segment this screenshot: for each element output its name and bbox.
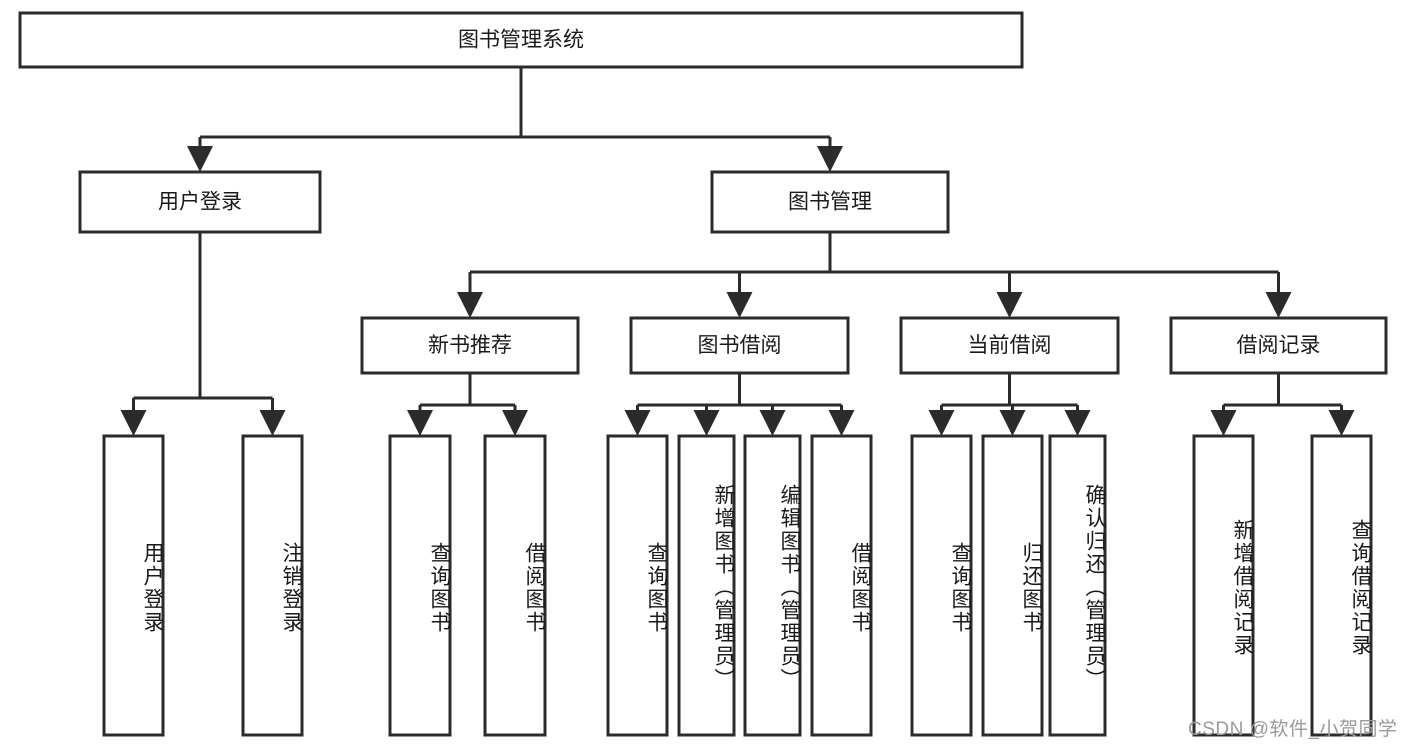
arrow-head-icon-leaf-borrow-book-2 [828, 410, 855, 436]
arrow-head-icon-leaf-confirm-return [1064, 410, 1091, 436]
node-box-book-manage[interactable] [710, 170, 950, 234]
node-box-book-borrow[interactable] [629, 316, 850, 375]
node-box-leaf-query-book-2[interactable] [606, 434, 669, 737]
arrow-head-icon-leaf-query-book-2 [624, 410, 651, 436]
node-label-book-manage: 图书管理 [788, 191, 872, 214]
node-new-book-recommend[interactable]: 新书推荐 [360, 316, 580, 375]
arrow-head-icon-leaf-edit-book [759, 410, 786, 436]
arrow-head-icon-leaf-user-logout [259, 410, 286, 436]
node-box-leaf-return-book[interactable] [981, 434, 1044, 737]
node-box-leaf-user-login[interactable] [102, 434, 165, 737]
node-leaf-edit-book[interactable] [743, 434, 802, 737]
node-book-manage[interactable]: 图书管理 [710, 170, 950, 234]
node-leaf-borrow-book-2[interactable] [810, 434, 873, 737]
arrow-head-icon-leaf-add-record [1210, 410, 1237, 436]
node-leaf-add-record[interactable] [1192, 434, 1255, 737]
node-user-login[interactable]: 用户登录 [78, 170, 322, 234]
node-leaf-user-logout[interactable] [241, 434, 304, 737]
arrow-head-icon-leaf-borrow-book-1 [502, 410, 528, 436]
watermark-text: CSDN @软件_小贺同学 [1188, 719, 1398, 740]
connector-layer [120, 67, 1355, 436]
node-label-user-login: 用户登录 [158, 191, 242, 214]
node-box-root[interactable] [18, 11, 1024, 69]
node-label-new-book-recommend: 新书推荐 [428, 334, 512, 357]
node-box-current-borrow[interactable] [899, 316, 1120, 375]
arrow-head-icon-current-borrow [996, 292, 1023, 318]
node-leaf-borrow-book-1[interactable] [483, 434, 547, 737]
node-box-new-book-recommend[interactable] [360, 316, 580, 375]
node-leaf-query-book-1[interactable] [388, 434, 452, 737]
arrow-head-icon-user-login [187, 146, 213, 172]
node-box-leaf-query-book-1[interactable] [388, 434, 452, 737]
node-box-user-login[interactable] [78, 170, 322, 234]
node-box-leaf-user-logout[interactable] [241, 434, 304, 737]
node-root[interactable]: 图书管理系统 [18, 11, 1024, 69]
arrow-head-icon-leaf-add-book [693, 410, 720, 436]
node-book-borrow[interactable]: 图书借阅 [629, 316, 850, 375]
node-box-leaf-add-record[interactable] [1192, 434, 1255, 737]
arrow-head-icon-leaf-query-book-3 [928, 410, 955, 436]
arrow-head-icon-borrow-record [1265, 292, 1292, 318]
node-label-book-borrow: 图书借阅 [698, 334, 782, 357]
node-box-leaf-query-record[interactable] [1310, 434, 1373, 737]
arrow-head-icon-leaf-query-record [1328, 410, 1355, 436]
node-leaf-add-book[interactable] [677, 434, 736, 737]
node-box-leaf-query-book-3[interactable] [910, 434, 973, 737]
node-leaf-query-book-2[interactable] [606, 434, 669, 737]
node-box-leaf-add-book[interactable] [677, 434, 736, 737]
node-box-leaf-borrow-book-2[interactable] [810, 434, 873, 737]
node-label-current-borrow: 当前借阅 [968, 334, 1052, 357]
node-leaf-query-record[interactable] [1310, 434, 1373, 737]
arrow-head-icon-book-borrow [726, 292, 753, 318]
arrow-head-icon-book-manage [817, 146, 843, 172]
node-label-root: 图书管理系统 [458, 29, 584, 52]
arrow-head-icon-leaf-query-book-1 [407, 410, 433, 436]
arrow-head-icon-leaf-return-book [999, 410, 1026, 436]
node-leaf-user-login[interactable] [102, 434, 165, 737]
arrow-head-icon-new-book-recommend [457, 292, 483, 318]
node-leaf-query-book-3[interactable] [910, 434, 973, 737]
node-box-leaf-confirm-return[interactable] [1048, 434, 1107, 737]
arrow-head-icon-leaf-user-login [120, 410, 147, 436]
node-current-borrow[interactable]: 当前借阅 [899, 316, 1120, 375]
node-box-leaf-borrow-book-1[interactable] [483, 434, 547, 737]
node-label-borrow-record: 借阅记录 [1237, 334, 1321, 357]
node-borrow-record[interactable]: 借阅记录 [1169, 316, 1388, 375]
node-box-borrow-record[interactable] [1169, 316, 1388, 375]
node-leaf-return-book[interactable] [981, 434, 1044, 737]
node-leaf-confirm-return[interactable] [1048, 434, 1107, 737]
node-box-leaf-edit-book[interactable] [743, 434, 802, 737]
